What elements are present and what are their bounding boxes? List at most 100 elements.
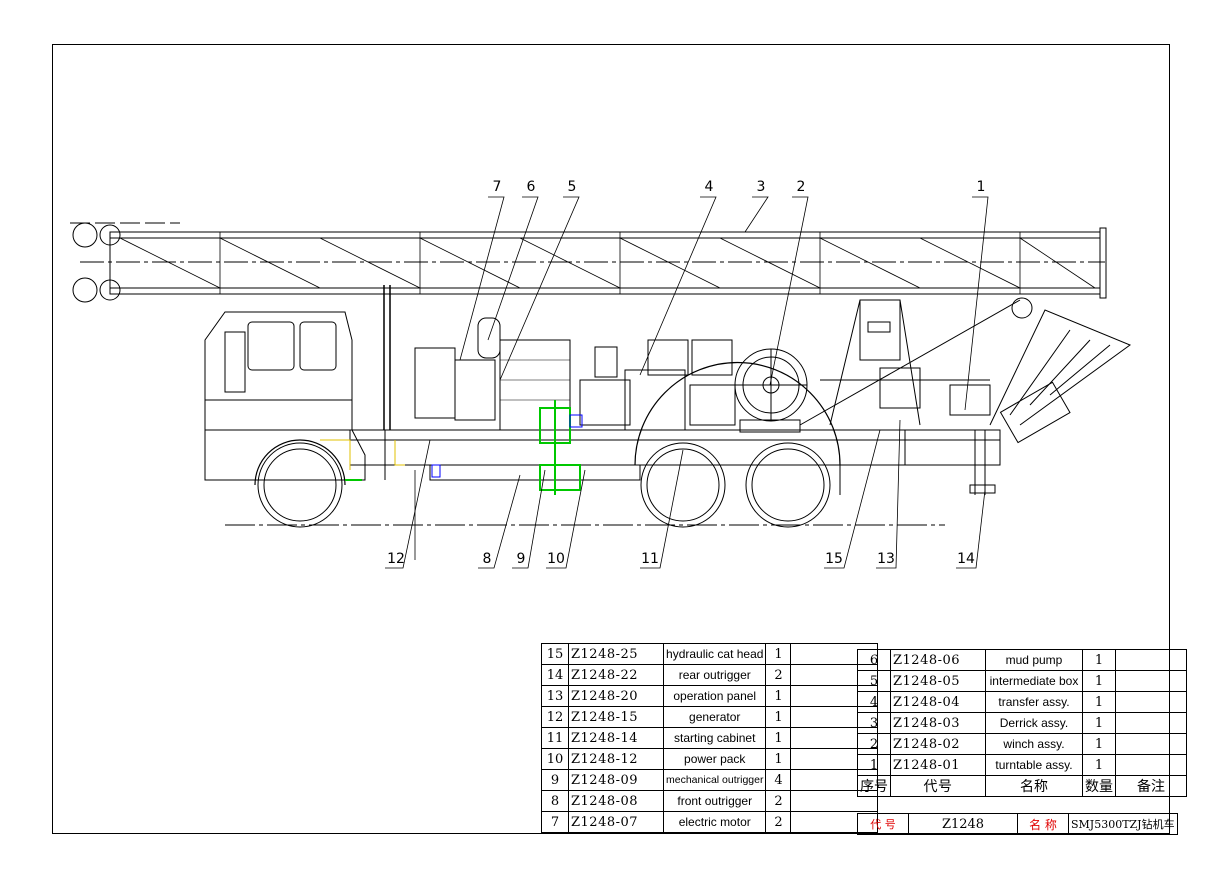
item-name: starting cabinet (662, 727, 767, 749)
item-code: Z1248-22 (568, 664, 664, 686)
derrick-support (799, 297, 1132, 444)
callout-9: 9 (516, 551, 526, 567)
item-no: 12 (541, 706, 569, 728)
callout-5: 5 (567, 179, 577, 195)
callout-6: 6 (526, 179, 536, 195)
item-name: rear outrigger (662, 664, 767, 686)
header-no: 序号 (857, 775, 891, 797)
callout-10: 10 (547, 551, 565, 567)
title-block: 代 号 Z1248 名 称 SMJ5300TZJ钻机车 (857, 813, 1178, 835)
callout-14: 14 (957, 551, 975, 567)
item-qty: 1 (1082, 649, 1116, 671)
item-code: Z1248-03 (890, 712, 986, 734)
item-code: Z1248-08 (568, 790, 664, 812)
item-qty: 2 (765, 811, 792, 833)
item-no: 1 (857, 754, 891, 776)
item-code: Z1248-05 (890, 670, 986, 692)
item-qty: 1 (765, 706, 792, 728)
item-remark (1115, 733, 1187, 755)
derrick-mast (70, 222, 1107, 303)
callout-13: 13 (877, 551, 895, 567)
item-no: 8 (541, 790, 569, 812)
drawing-frame (52, 44, 1170, 834)
item-no: 5 (857, 670, 891, 692)
item-name: transfer assy. (985, 691, 1083, 713)
item-no: 9 (541, 769, 569, 791)
item-code: Z1248-01 (890, 754, 986, 776)
item-no: 7 (541, 811, 569, 833)
item-no: 2 (857, 733, 891, 755)
highlighted-components (320, 400, 583, 495)
item-name: generator (662, 706, 767, 728)
item-qty: 1 (765, 643, 792, 665)
item-no: 13 (541, 685, 569, 707)
item-qty: 1 (765, 685, 792, 707)
callout-4: 4 (704, 179, 714, 195)
item-qty: 4 (765, 769, 792, 791)
item-no: 4 (857, 691, 891, 713)
transfer-box (624, 339, 736, 431)
item-qty: 1 (1082, 670, 1116, 692)
wheels (254, 361, 841, 528)
callout-2: 2 (796, 179, 806, 195)
item-name: Derrick assy. (985, 712, 1083, 734)
item-name: hydraulic cat head (662, 643, 767, 665)
winch (734, 348, 808, 433)
leader-lines (385, 196, 989, 569)
item-code: Z1248-04 (890, 691, 986, 713)
item-qty: 1 (1082, 712, 1116, 734)
callout-12: 12 (387, 551, 405, 567)
item-no: 15 (541, 643, 569, 665)
power-unit (414, 317, 631, 431)
item-no: 6 (857, 649, 891, 671)
callout-3: 3 (756, 179, 766, 195)
item-code: Z1248-06 (890, 649, 986, 671)
item-name: intermediate box (985, 670, 1083, 692)
item-name: mechanical outrigger (662, 769, 767, 791)
name-label: 名 称 (1017, 813, 1069, 835)
callout-11: 11 (641, 551, 659, 567)
item-qty: 1 (1082, 754, 1116, 776)
item-qty: 1 (1082, 733, 1116, 755)
item-name: turntable assy. (985, 754, 1083, 776)
item-qty: 1 (765, 727, 792, 749)
item-qty: 1 (765, 748, 792, 770)
item-code: Z1248-20 (568, 685, 664, 707)
item-name: mud pump (985, 649, 1083, 671)
item-no: 10 (541, 748, 569, 770)
callout-7: 7 (492, 179, 502, 195)
title-block-row: 代 号 Z1248 名 称 SMJ5300TZJ钻机车 (857, 813, 1178, 835)
item-name: electric motor (662, 811, 767, 833)
item-no: 3 (857, 712, 891, 734)
item-code: Z1248-12 (568, 748, 664, 770)
drawing-name: SMJ5300TZJ钻机车 (1068, 813, 1178, 835)
header-code: 代号 (890, 775, 986, 797)
item-code: Z1248-15 (568, 706, 664, 728)
item-remark (1115, 691, 1187, 713)
item-code: Z1248-07 (568, 811, 664, 833)
item-no: 14 (541, 664, 569, 686)
item-qty: 2 (765, 664, 792, 686)
item-remark (1115, 754, 1187, 776)
item-remark (1115, 670, 1187, 692)
callout-1: 1 (976, 179, 986, 195)
callout-15: 15 (825, 551, 843, 567)
item-qty: 2 (765, 790, 792, 812)
